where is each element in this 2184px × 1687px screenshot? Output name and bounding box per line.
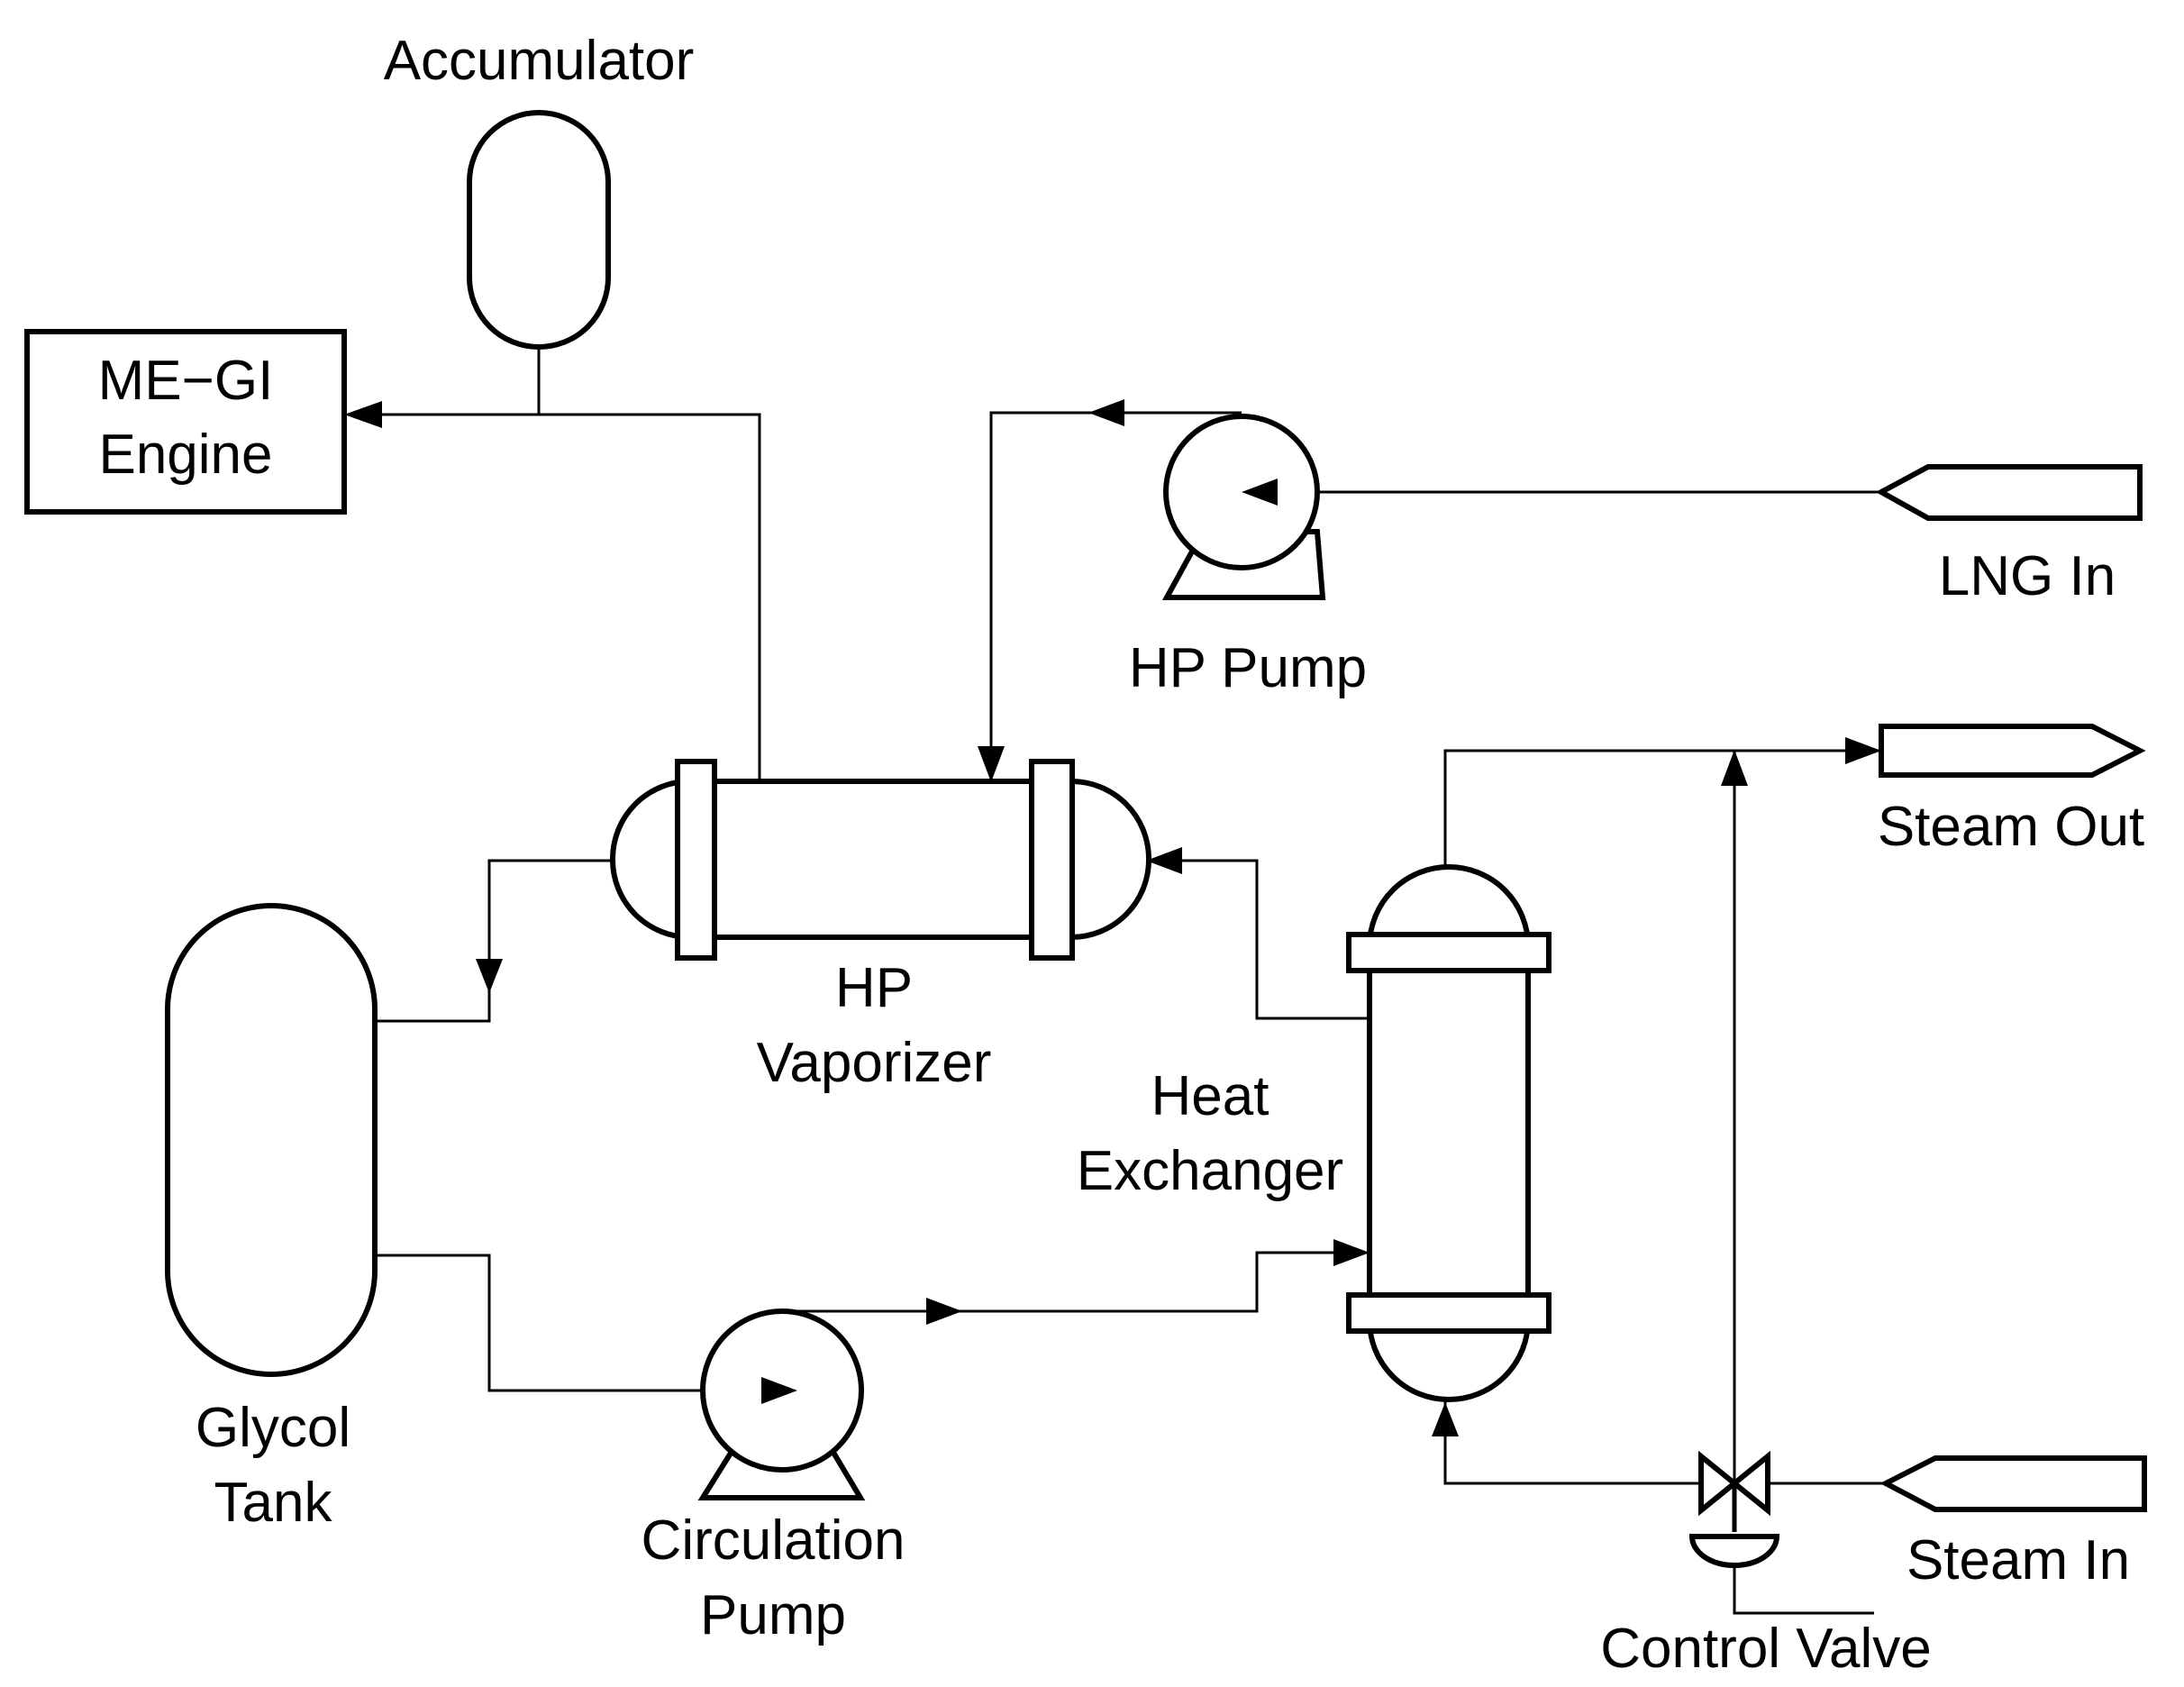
hp-vaporizer-label-line1: HP xyxy=(835,957,913,1019)
hp-vaporizer-flange-left xyxy=(675,759,717,961)
glycol-tank-label-line1: Glycol xyxy=(196,1397,350,1459)
heat-exchanger-body xyxy=(1367,968,1531,1298)
piping xyxy=(362,347,1886,1615)
engine-box xyxy=(24,329,347,515)
arrow-left-into-vaporizer xyxy=(1146,847,1182,874)
hp-vaporizer-body xyxy=(712,779,1034,940)
glycol-tank-vessel xyxy=(165,903,378,1377)
circulation-pump xyxy=(697,1309,866,1500)
lng-in-label: LNG In xyxy=(1939,545,2116,607)
engine-label-line2: Engine xyxy=(98,424,272,486)
arrow-down-glycol-return xyxy=(476,959,503,993)
hp-vaporizer-label-line2: Vaporizer xyxy=(757,1032,992,1094)
engine-label-line1: ME−GI xyxy=(98,350,274,412)
arrow-down-vaporizer-inlet xyxy=(978,746,1005,782)
steam-in-label: Steam In xyxy=(1906,1529,2130,1591)
heat-exchanger xyxy=(1346,864,1552,1402)
glycol-tank-label-line2: Tank xyxy=(214,1472,333,1534)
control-valve xyxy=(1688,1450,1780,1568)
hp-vaporizer xyxy=(610,759,1151,961)
arrow-up-bypass xyxy=(1721,750,1748,786)
hp-pump xyxy=(1161,414,1326,600)
arrow-left-to-engine xyxy=(344,401,382,428)
glycol-return-line xyxy=(375,859,613,1023)
hp-pump-arrow xyxy=(1242,479,1278,506)
glycol-hx-to-vaporizer-line xyxy=(1149,859,1370,1020)
hp-vaporizer-flange-right xyxy=(1029,759,1075,961)
circulation-pump-arrow xyxy=(761,1377,797,1404)
steam-out-connector xyxy=(1879,724,2146,778)
hp-pump-label: HP Pump xyxy=(1129,637,1367,699)
heat-exchanger-flange-bottom xyxy=(1346,1292,1552,1334)
heat-exchanger-label-line2: Exchanger xyxy=(1077,1140,1343,1202)
steam-out-label: Steam Out xyxy=(1878,796,2144,858)
arrow-up-into-hx xyxy=(1432,1402,1459,1436)
heat-exchanger-label-line1: Heat xyxy=(1151,1065,1269,1127)
pump-discharge-line xyxy=(782,1251,1370,1313)
heat-exchanger-flange-top xyxy=(1346,932,1552,973)
steam-in-connector xyxy=(1879,1455,2147,1512)
accumulator-vessel xyxy=(467,110,611,350)
control-valve-label: Control Valve xyxy=(1600,1618,1932,1680)
steam-out-line xyxy=(1443,749,1881,867)
control-signal-line xyxy=(1733,1564,1874,1615)
arrow-right-into-hx xyxy=(1333,1239,1370,1266)
arrow-right-steam-out xyxy=(1845,737,1881,764)
accumulator-label: Accumulator xyxy=(384,30,695,92)
tank-to-pump-line xyxy=(375,1254,779,1392)
arrow-right-pump-discharge xyxy=(926,1298,962,1325)
arrow-left-pump-discharge xyxy=(1088,399,1124,426)
gas-line-vaporizer-to-engine xyxy=(362,413,761,781)
lng-in-connector xyxy=(1875,464,2143,521)
circulation-pump-label-line1: Circulation xyxy=(642,1509,905,1572)
labels: Accumulator ME−GI Engine LNG In HP Pump … xyxy=(98,30,2145,1680)
steam-to-hx-line xyxy=(1443,1400,1701,1485)
circulation-pump-label-line2: Pump xyxy=(700,1584,846,1646)
control-valve-actuator xyxy=(1688,1534,1780,1568)
hp-pump-discharge-line xyxy=(989,411,1242,775)
